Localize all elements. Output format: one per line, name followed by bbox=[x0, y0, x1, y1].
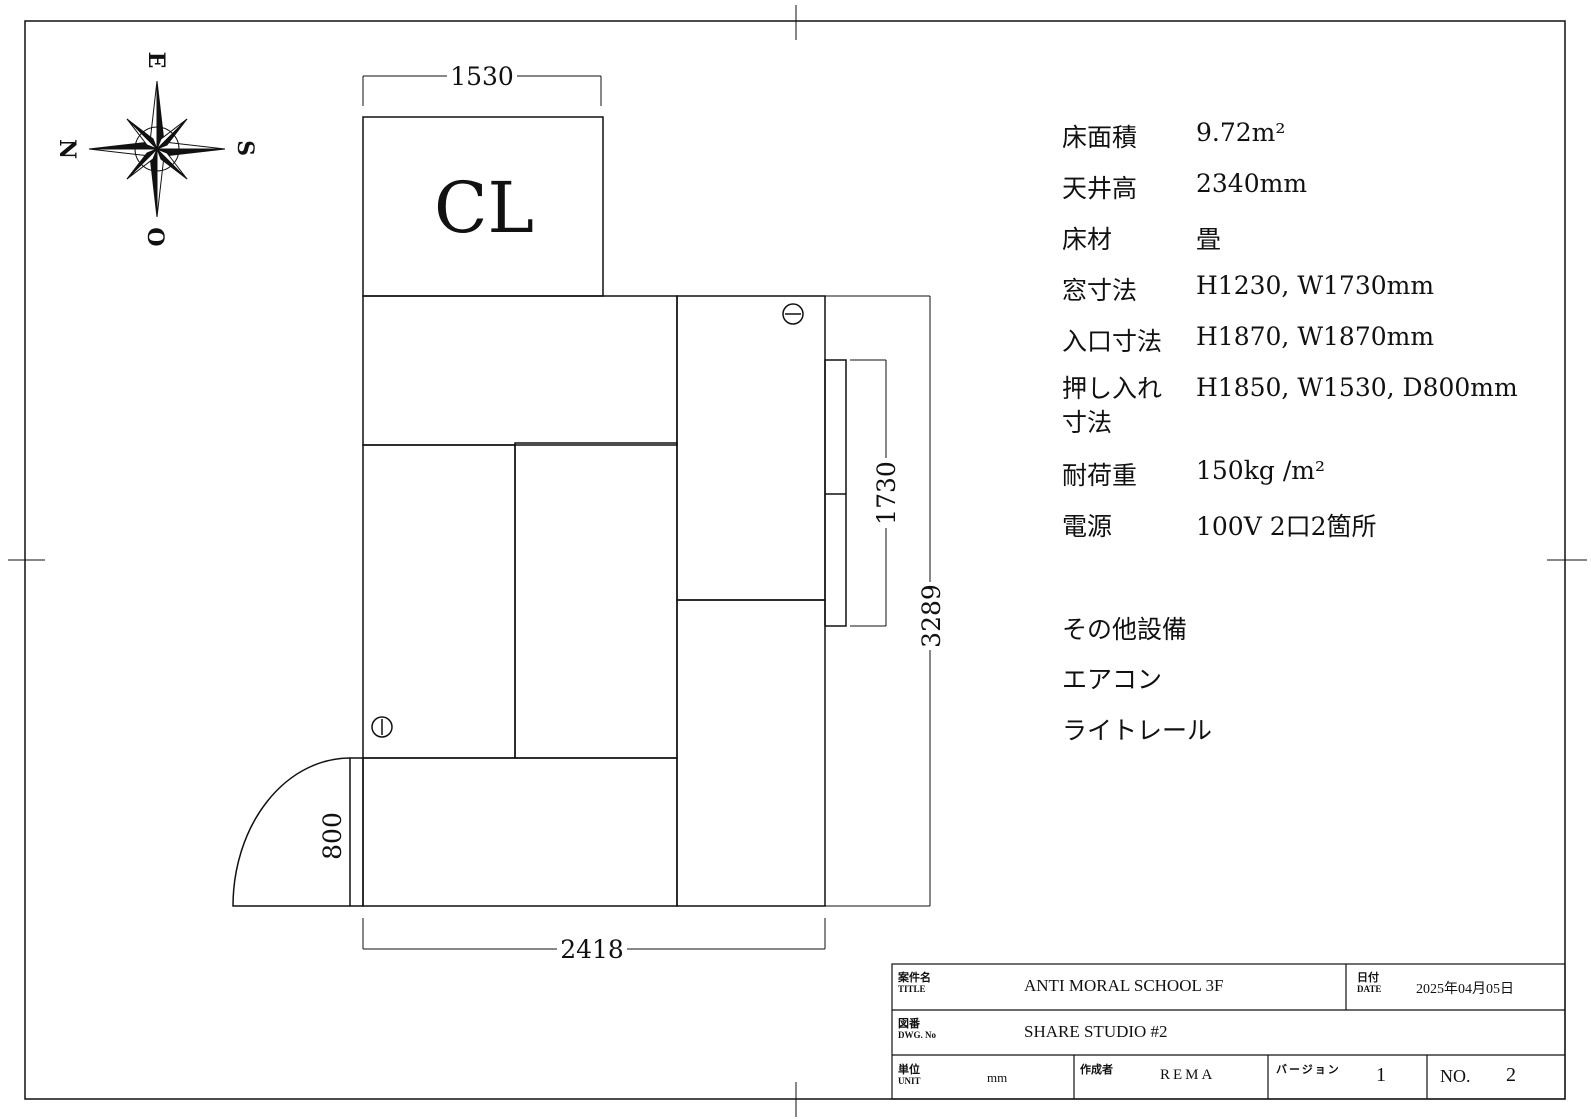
other-equipment-item: エアコン bbox=[1062, 665, 1163, 694]
door-swing-arc bbox=[232, 757, 351, 907]
tatami-mat bbox=[676, 295, 826, 601]
author-value: REMA bbox=[1160, 1067, 1216, 1083]
compass-e: E bbox=[143, 52, 169, 69]
outlet-icon bbox=[782, 303, 804, 325]
tatami-mat bbox=[676, 599, 826, 907]
spec-value: 2340mm bbox=[1196, 169, 1308, 198]
spec-value: 100V 2口2箇所 bbox=[1196, 512, 1377, 541]
dim-right-inner: 1730 bbox=[872, 461, 901, 525]
spec-value: 150kg /m² bbox=[1196, 456, 1325, 485]
spec-value: H1230, W1730mm bbox=[1196, 271, 1435, 300]
dim-bottom: 2418 bbox=[560, 935, 624, 964]
spec-label: 電源 bbox=[1062, 512, 1113, 541]
compass-rose-icon bbox=[88, 80, 226, 218]
spec-value: 畳 bbox=[1196, 225, 1222, 254]
unit-label-jp: 単位 bbox=[898, 1064, 920, 1076]
tatami-mat bbox=[362, 444, 516, 759]
version-label: バージョン bbox=[1276, 1064, 1341, 1076]
author-label: 作成者 bbox=[1080, 1064, 1113, 1076]
date-label-jp: 日付 bbox=[1357, 972, 1379, 984]
other-equipment-item: ライトレール bbox=[1062, 716, 1213, 745]
spec-label: 床面積 bbox=[1062, 123, 1138, 152]
title-label-jp: 案件名 bbox=[898, 972, 931, 984]
spec-value: H1850, W1530, D800mm bbox=[1196, 373, 1518, 402]
no-value: 2 bbox=[1506, 1064, 1516, 1086]
spec-label: 押し入れ寸法 bbox=[1062, 374, 1163, 437]
dim-left: 800 bbox=[318, 812, 347, 860]
version-value: 1 bbox=[1376, 1064, 1386, 1086]
dwg-label-en: DWG. No bbox=[898, 1030, 936, 1040]
dwg-label-jp: 図番 bbox=[898, 1018, 920, 1030]
unit-label-en: UNIT bbox=[898, 1076, 921, 1086]
center-marks bbox=[8, 5, 1587, 1117]
outlet-icon bbox=[371, 716, 393, 738]
other-equipment-heading: その他設備 bbox=[1062, 615, 1188, 644]
date-label-en: DATE bbox=[1357, 984, 1382, 994]
title-label-en: TITLE bbox=[898, 984, 926, 994]
dimension-lines bbox=[362, 75, 931, 950]
door-leaf bbox=[349, 757, 364, 907]
compass-n: N bbox=[54, 139, 80, 159]
dwg-value: SHARE STUDIO #2 bbox=[1024, 1022, 1168, 1041]
spec-label: 床材 bbox=[1062, 225, 1113, 254]
tatami-mat bbox=[362, 757, 678, 907]
spec-value: 9.72m² bbox=[1196, 118, 1286, 147]
spec-label: 入口寸法 bbox=[1062, 327, 1163, 356]
floor-plan bbox=[232, 116, 847, 907]
spec-value: H1870, W1870mm bbox=[1196, 322, 1435, 351]
dim-right-outer: 3289 bbox=[917, 584, 946, 648]
project-title: ANTI MORAL SCHOOL 3F bbox=[1024, 976, 1224, 995]
window bbox=[824, 359, 847, 627]
spec-label: 耐荷重 bbox=[1062, 461, 1138, 490]
tatami-mat bbox=[362, 295, 678, 446]
title-block bbox=[891, 963, 1566, 1100]
unit-value: mm bbox=[987, 1070, 1008, 1085]
frame-border bbox=[24, 20, 1566, 1100]
closet-label: CL bbox=[434, 167, 534, 249]
no-label: NO. bbox=[1440, 1066, 1471, 1086]
date-value: 2025年04月05日 bbox=[1416, 982, 1514, 997]
tatami-mat bbox=[514, 442, 678, 759]
compass-o: O bbox=[142, 227, 168, 246]
dim-top: 1530 bbox=[450, 62, 514, 91]
spec-label: 天井高 bbox=[1062, 174, 1138, 203]
compass-s: S bbox=[232, 140, 258, 156]
spec-label: 窓寸法 bbox=[1062, 276, 1138, 305]
